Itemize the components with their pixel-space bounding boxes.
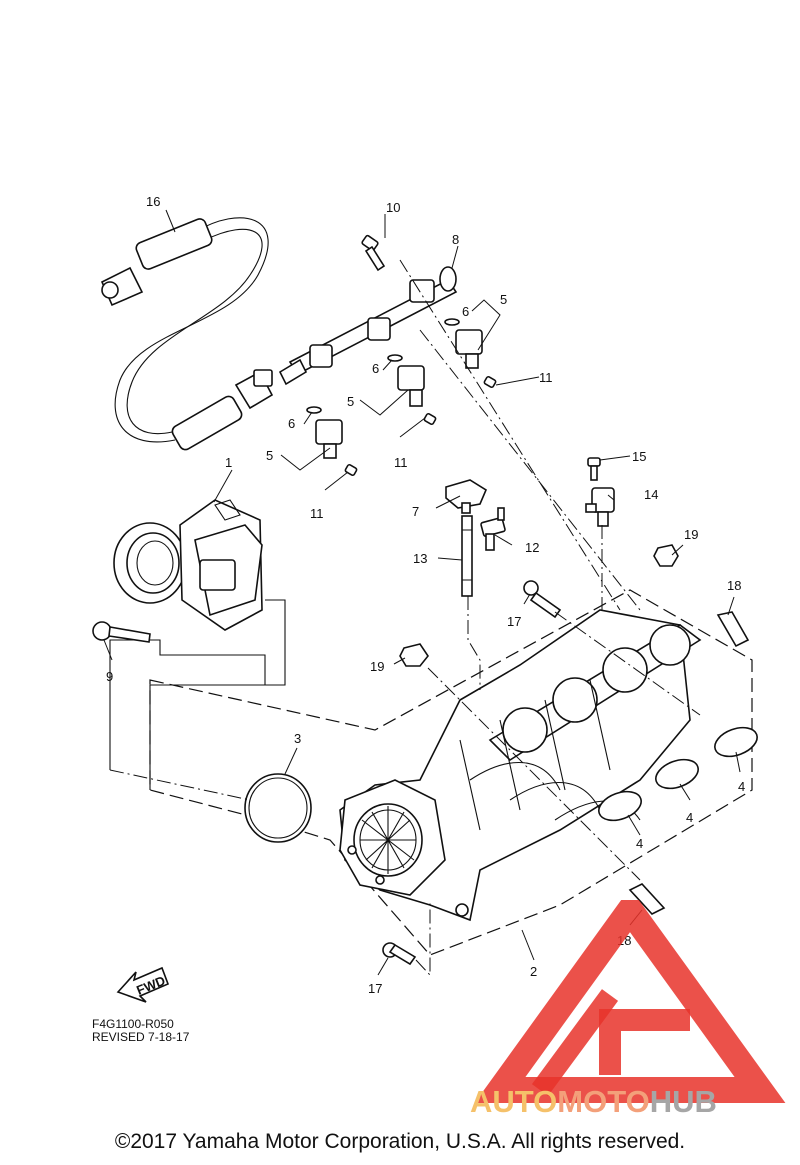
stud-18-upper — [716, 611, 750, 648]
callout-7: 7 — [412, 504, 419, 519]
callout-4: 4 — [636, 836, 643, 851]
callout-1: 1 — [225, 455, 232, 470]
callout-10: 10 — [386, 200, 400, 215]
fuel-rail — [278, 266, 458, 386]
sensor-12 — [480, 507, 506, 551]
o-ring-6b — [387, 354, 403, 362]
bolt-17-upper — [523, 580, 562, 619]
leader-lines — [103, 209, 741, 976]
pipe-13 — [461, 515, 473, 597]
fuel-injector-1 — [315, 419, 358, 477]
sensor-14 — [585, 487, 615, 527]
callout-4: 4 — [686, 810, 693, 825]
callout-4: 4 — [738, 779, 745, 794]
nut-19-upper — [653, 544, 679, 567]
fwd-arrow-icon: FWD — [116, 966, 170, 1003]
drawing-code: F4G1100-R050 — [92, 1017, 174, 1031]
callout-19: 19 — [370, 659, 384, 674]
o-ring-6c — [444, 318, 460, 326]
gasket-4c — [714, 726, 758, 758]
callout-16: 16 — [146, 194, 160, 209]
callouts: 1 2 3 4 4 4 5 5 5 6 6 6 7 8 9 10 11 11 1… — [106, 194, 745, 996]
callout-6: 6 — [372, 361, 379, 376]
callout-9: 9 — [106, 669, 113, 684]
bolt-10 — [361, 234, 386, 272]
callout-18: 18 — [727, 578, 741, 593]
gasket-3 — [244, 773, 312, 843]
gasket-4a — [598, 790, 642, 822]
callout-2: 2 — [530, 964, 537, 979]
callout-6: 6 — [288, 416, 295, 431]
callout-5: 5 — [500, 292, 507, 307]
assembly-outline-throttle — [109, 599, 286, 790]
callout-17: 17 — [368, 981, 382, 996]
callout-14: 14 — [644, 487, 658, 502]
callout-11: 11 — [539, 370, 553, 385]
svg-text:FWD: FWD — [134, 973, 167, 998]
gasket-4b — [655, 758, 699, 790]
callout-11: 11 — [310, 506, 324, 521]
callout-6: 6 — [462, 304, 469, 319]
callout-13: 13 — [413, 551, 427, 566]
fuel-injector-2 — [397, 365, 437, 426]
automotohub-wordmark: AUTOMOTOHUB — [470, 1084, 717, 1119]
axis-lines — [109, 259, 701, 977]
sensor-7 — [445, 479, 488, 514]
revision-date: REVISED 7-18-17 — [92, 1030, 190, 1044]
fuel-injector-3 — [455, 329, 497, 389]
intake-manifold — [339, 609, 702, 922]
callout-3: 3 — [294, 731, 301, 746]
stud-18-lower — [628, 883, 666, 915]
callout-5: 5 — [266, 448, 273, 463]
copyright-notice: ©2017 Yamaha Motor Corporation, U.S.A. A… — [114, 1130, 686, 1153]
bolt-17-lower — [382, 942, 417, 966]
callout-11: 11 — [394, 455, 408, 470]
throttle-body — [113, 499, 263, 631]
bolt-15 — [587, 457, 601, 481]
callout-15: 15 — [632, 449, 646, 464]
o-ring-6a — [306, 406, 322, 414]
callout-12: 12 — [525, 540, 539, 555]
automotohub-logo — [474, 900, 786, 1103]
fuel-hose — [100, 217, 274, 451]
bolt-9 — [92, 621, 151, 643]
assembly-outline-manifold — [149, 589, 753, 956]
callout-19: 19 — [684, 527, 698, 542]
callout-5: 5 — [347, 394, 354, 409]
nut-19-lower — [399, 643, 429, 667]
callout-17: 17 — [507, 614, 521, 629]
callout-8: 8 — [452, 232, 459, 247]
